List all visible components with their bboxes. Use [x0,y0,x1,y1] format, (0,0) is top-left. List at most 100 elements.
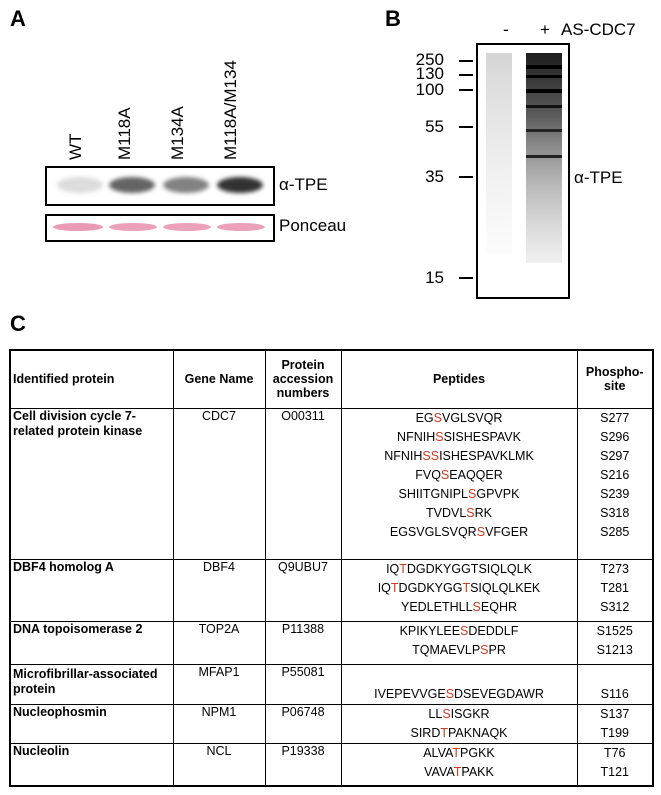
phospho-site: T273 [600,561,630,576]
phospho-residue: S [442,706,451,721]
peptide-sequence: IVEPEVVGESDSEVEGDAWR [344,685,575,704]
marker-15: 15 [425,268,444,287]
peptide-fragment: SISHESPAVK [443,429,521,444]
phospho-site: S216 [600,467,630,482]
phospho-residue: T [453,764,462,779]
header-protein: Identified protein [9,349,174,409]
accession-cell: P19338 [264,742,342,787]
phospho-site: S312 [600,599,630,614]
ponceau-band [217,223,265,231]
peptide-fragment: YEDLETHLL [400,599,473,614]
treatment-label: AS-CDC7 [561,20,636,39]
peptide-sequence: KPIKYLEESDEDDLF [344,622,575,641]
phospho-residue: S [472,599,481,614]
marker-tick [459,126,473,128]
peptide-fragment: VFGER [485,524,529,539]
blot-b-lanes [486,53,562,263]
peptide-fragment: PGKK [460,745,495,760]
phospho-residue: S [433,410,442,425]
peptide-fragment: DGDKYGG [398,580,463,595]
blot-label-a: α-TPE [279,175,328,194]
phospho-residue: T [440,725,448,740]
marker-55: 55 [425,117,444,136]
peptide-fragment: NFNIH [397,429,436,444]
tpe-band [57,177,103,193]
peptide-fragment: DSEVEGDAWR [454,686,544,701]
peptide-fragment: KPIKYLEE [399,623,461,638]
ponceau-band [163,223,211,231]
peptide-sequence: LLSISGKR [344,705,575,724]
phospho-residue: T [452,745,461,760]
header-accession: Protein accession numbers [264,349,342,409]
phospho-site: S285 [600,524,630,539]
peptide-fragment: PAKNAQK [448,725,508,740]
accession-cell: Q9UBU7 [264,558,342,622]
panel-a-letter: A [10,6,26,31]
table-row: Cell division cycle 7-related protein ki… [9,407,654,560]
accession-cell: P06748 [264,703,342,744]
marker-130: 130 [415,64,444,83]
peptide-sequence: YEDLETHLLSEQHR [344,598,575,617]
peptide-sequence: EGSVGLSVQR [344,409,575,428]
peptide-sequence: NFNIHSSISHESPAVKLMK [344,447,575,466]
peptide-fragment: VAVA [424,764,454,779]
phospho-site: S137 [600,706,630,721]
peptide-fragment: EQHR [480,599,518,614]
ponceau-stain [45,214,275,242]
gene-name-cell: DBF4 [172,558,266,622]
marker-35: 35 [425,167,444,186]
peptide-fragment: ISHESPAVKLMK [439,448,534,463]
peptide-fragment: DGDKYGGTSIQLQLK [406,561,532,576]
peptide-sequence: EGSVGLSVQRSVFGER [344,523,575,542]
protein-name-cell: Microfibrillar-associated protein [9,663,174,705]
peptide-fragment: FVQ [415,467,441,482]
ponceau-label: Ponceau [279,216,347,235]
marker-100: 100 [415,80,444,99]
lane-label-m118a: M118A [115,107,134,160]
peptide-fragment: SIRD [410,725,441,740]
phospho-site: S116 [600,686,629,701]
tpe-band [217,177,263,193]
marker-tick [459,176,473,178]
peptide-sequence: VAVATPAKK [344,763,575,782]
phospho-site-table: Identified protein Gene Name Protein acc… [9,349,654,787]
peptide-fragment: ALVA [423,745,453,760]
phospho-residue: T [399,561,407,576]
peptide-sequence: SIRDTPAKNAQK [344,724,575,743]
phospho-residue: T [462,580,471,595]
gene-name-cell: NCL [172,742,266,787]
peptide-fragment: TVDVL [425,505,467,520]
peptide-fragment: GPVPK [476,486,520,501]
peptide-fragment: RK [474,505,492,520]
tpe-band [163,177,209,193]
protein-name-cell: DBF4 homolog A [9,558,174,622]
peptide-sequence: NFNIHSSISHESPAVK [344,428,575,447]
peptide-fragment: IVEPEVVGE [374,686,446,701]
header-site: Phospho-site [576,349,654,409]
peptide-sequence: SHIITGNIPLSGPVPK [344,485,575,504]
phospho-residue: S [480,642,489,657]
peptide-fragment: VGLSVQR [441,410,503,425]
peptide-fragment: PAKK [461,764,494,779]
phospho-site: S239 [600,486,630,501]
lane-label-m134a: M134A [168,106,187,160]
peptide-sequence: IQTDGDKYGGTSIQLQLK [344,560,575,579]
phospho-site: S277 [600,410,630,425]
phospho-site: S297 [600,448,630,463]
peptide-sequence: ALVATPGKK [344,744,575,763]
peptide-fragment: ISGKR [450,706,490,721]
peptide-fragment: SHIITGNIPL [398,486,469,501]
phospho-residue: S [460,623,469,638]
phospho-residue: S [440,467,450,482]
phospho-residue: T [390,580,399,595]
marker-tick [459,60,473,62]
peptide-fragment: PR [488,642,506,657]
